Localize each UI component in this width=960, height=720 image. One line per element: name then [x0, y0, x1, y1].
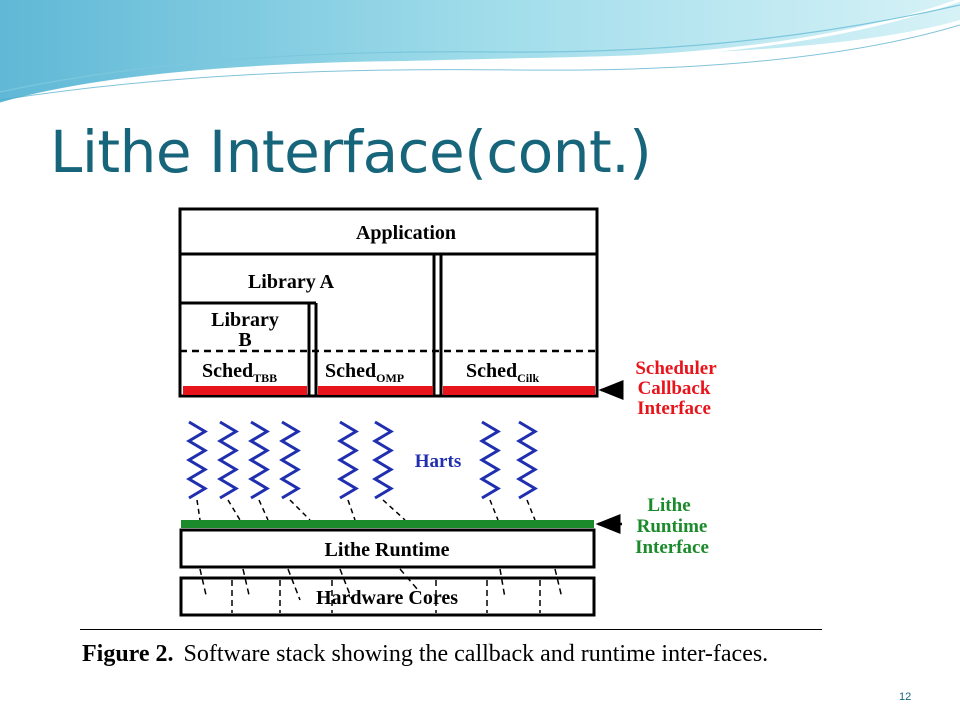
hart-connector	[196, 499, 201, 521]
hart-connector-lines	[196, 499, 536, 521]
lithe-runtime-label: Lithe Runtime	[325, 539, 450, 561]
scheduler-interface-line1: Scheduler	[635, 358, 717, 379]
hart-connector	[258, 499, 269, 521]
library-a-label: Library A	[248, 271, 335, 293]
figure-caption: Figure 2. Software stack showing the call…	[82, 640, 822, 669]
scheduler-interface-bar-cilk	[443, 386, 595, 395]
scheduler-interface-bar-tbb	[183, 386, 307, 395]
sched-tbb-label: SchedTBB	[202, 360, 277, 385]
hart-zigzag	[279, 420, 301, 500]
slide-title: Lithe Interface(cont.)	[50, 118, 652, 186]
core-connector	[287, 568, 301, 601]
runtime-interface-bar	[181, 520, 594, 528]
hart-connector	[347, 499, 356, 521]
scheduler-interface-bar-omp	[318, 386, 433, 395]
core-connector	[199, 568, 207, 596]
hart-connector	[227, 499, 241, 521]
runtime-interface-line3: Interface	[635, 537, 709, 558]
scheduler-interface-line3: Interface	[637, 398, 711, 419]
hart-zigzag	[372, 420, 394, 500]
core-connector	[339, 568, 353, 601]
sched-cilk-label: SchedCilk	[466, 360, 539, 385]
hardware-cores-box	[179, 576, 596, 617]
hart-connector	[289, 499, 311, 521]
core-connector	[499, 568, 506, 599]
hart-zigzag	[337, 420, 359, 500]
sched-omp-label: SchedOMP	[325, 360, 404, 385]
hart-zigzag	[248, 420, 270, 500]
figure-label: Figure 2.	[82, 641, 174, 667]
core-connector	[554, 568, 563, 599]
harts-group	[186, 420, 538, 500]
hart-zigzag	[479, 420, 501, 500]
library-b-label-line1: Library	[211, 309, 279, 331]
scheduler-interface-line2: Callback	[638, 378, 711, 399]
wave-banner	[0, 0, 960, 106]
lithe-runtime-box	[179, 528, 596, 569]
hart-zigzag	[186, 420, 208, 500]
hart-connector	[489, 499, 499, 521]
library-b-label-line2: B	[238, 329, 251, 351]
caption-rule	[80, 629, 822, 630]
slide-number: 12	[899, 691, 912, 703]
core-dividers	[199, 568, 563, 613]
core-connector	[242, 568, 250, 596]
runtime-interface-line1: Lithe	[647, 495, 690, 516]
core-connector	[399, 568, 419, 591]
hardware-cores-label: Hardware Cores	[316, 587, 458, 609]
hart-zigzag	[516, 420, 538, 500]
runtime-interface-line2: Runtime	[637, 516, 708, 537]
hart-connector	[382, 499, 406, 521]
harts-label: Harts	[415, 451, 461, 472]
hart-zigzag	[217, 420, 239, 500]
application-label: Application	[356, 222, 456, 244]
figure-caption-text: Software stack showing the callback and …	[183, 641, 769, 667]
hart-connector	[526, 499, 536, 521]
